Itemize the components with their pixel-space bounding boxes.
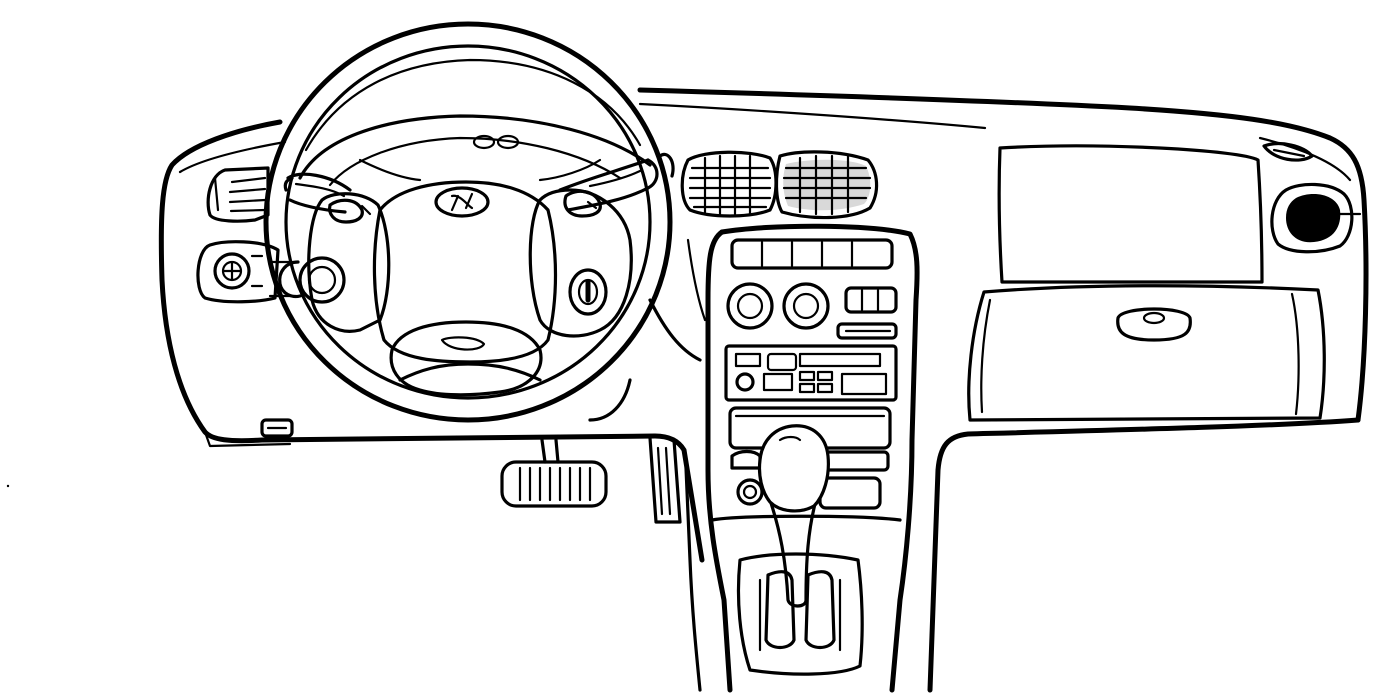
brand-emblem-icon <box>434 186 490 218</box>
accelerator-pedal <box>648 436 682 524</box>
center-console <box>705 223 920 693</box>
dashboard-outline <box>158 87 1369 693</box>
right-spoke-switches <box>528 188 633 338</box>
left-headlight-switch <box>196 240 280 304</box>
airbag-hub <box>372 180 558 397</box>
brake-pedal <box>500 438 608 508</box>
stray-mark <box>6 484 10 488</box>
center-vents <box>658 150 879 220</box>
left-side-vent <box>206 166 270 223</box>
steering-wheel <box>263 21 673 423</box>
instrument-cluster-hood <box>298 114 652 187</box>
left-hood-release <box>260 418 294 438</box>
gear-shifter <box>757 424 830 608</box>
glovebox <box>967 144 1326 422</box>
right-side-vent <box>1262 142 1362 254</box>
left-spoke-switches <box>268 192 391 333</box>
glovebox-handle <box>1116 307 1192 342</box>
hvac-controls <box>726 238 898 340</box>
